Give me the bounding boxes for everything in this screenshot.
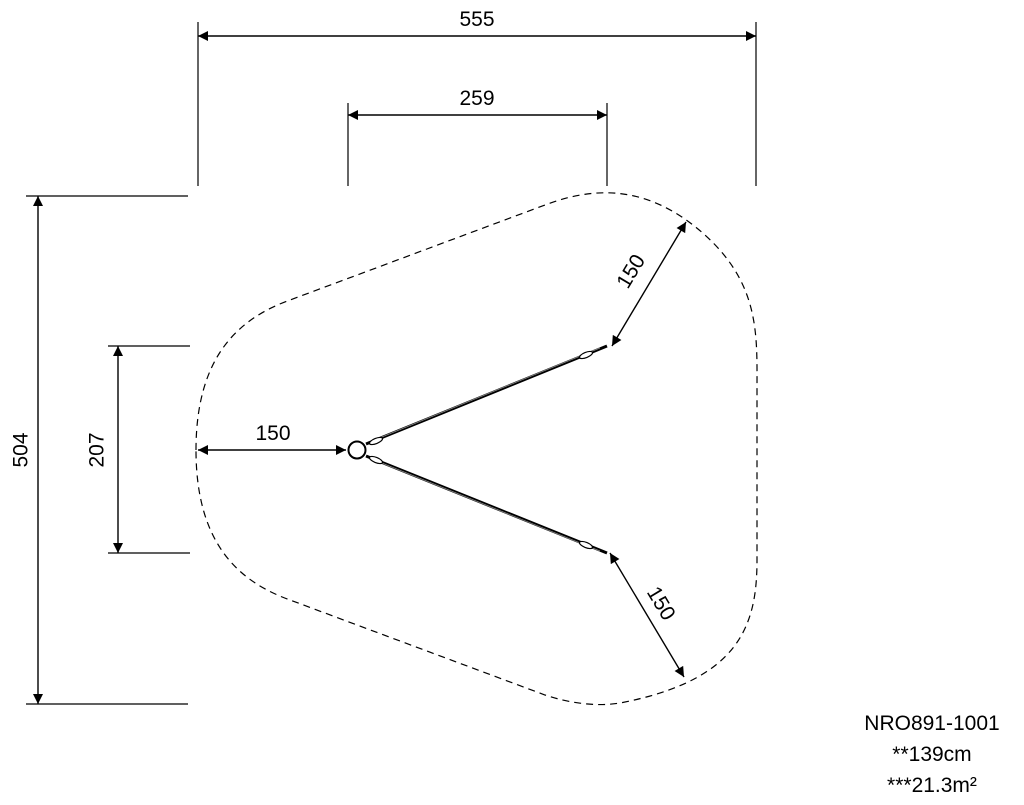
safety-zone-outline (195, 192, 758, 706)
dim-label-left-offset: 150 (255, 422, 290, 445)
dim-label-overall-height: 504 (10, 432, 33, 467)
upper-rope-inner (371, 347, 601, 442)
upper-rope (365, 344, 608, 446)
free-fall-height: **139cm (892, 743, 972, 766)
dim-line-upper-arm (611, 221, 687, 347)
dim-label-upper-arm: 150 (612, 251, 650, 293)
lower-rope-inner (371, 458, 601, 552)
lower-rope (365, 454, 608, 555)
safety-area: ***21.3m² (887, 774, 977, 797)
dim-label-overall-width: 555 (459, 8, 494, 31)
lower-rope-clamp-outer (578, 540, 594, 550)
upper-rope-clamp-outer (578, 350, 594, 360)
dim-label-inner-height: 207 (86, 432, 109, 467)
upper-rope-clamp-inner (368, 436, 384, 446)
product-code: NRO891-1001 (864, 712, 1000, 735)
dim-label-inner-width: 259 (459, 87, 494, 110)
center-anchor-ring (347, 440, 367, 460)
dim-line-lower-arm (609, 552, 685, 678)
dim-label-lower-arm: 150 (642, 583, 680, 625)
lower-rope-clamp-inner (368, 455, 384, 465)
product-info-block: NRO891-1001 **139cm ***21.3m² (844, 708, 1020, 801)
